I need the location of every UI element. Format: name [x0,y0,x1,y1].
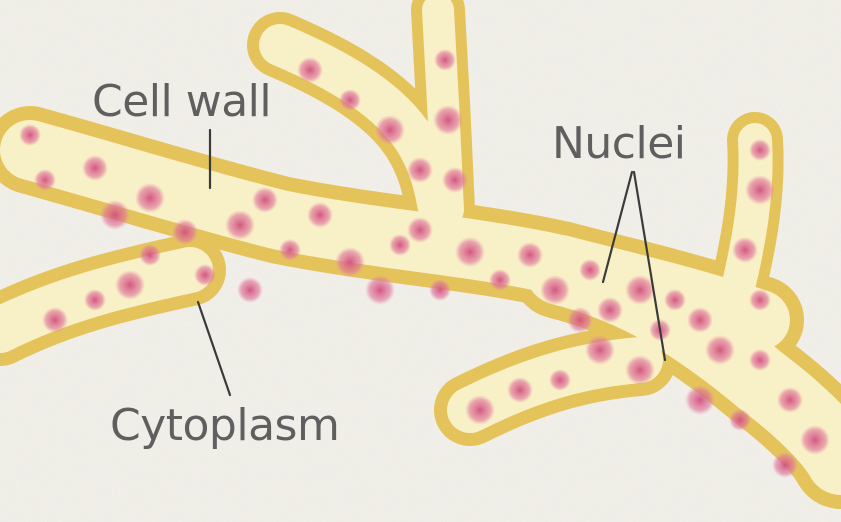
nucleus-dot [434,49,456,71]
nucleus-dot [507,377,533,403]
nucleus-dot [777,387,803,413]
nucleus-dot [194,264,216,286]
nucleus-dot [375,115,405,145]
nucleus-dot [433,105,463,135]
nucleus-dot [225,210,255,240]
nucleus-dot [252,187,278,213]
nucleus-dot [455,237,485,267]
nucleus-dot [664,289,686,311]
nucleus-dot [365,275,395,305]
nucleus-dot [82,155,108,181]
nuclei-label: Nuclei [552,118,686,169]
nucleus-dot [307,202,333,228]
cytoplasm-label: Cytoplasm [110,400,339,451]
nucleus-dot [749,139,771,161]
nucleus-dot [429,279,451,301]
nucleus-dot [19,124,41,146]
nucleus-dot [100,200,130,230]
nucleus-dot [585,335,615,365]
nucleus-dot [705,335,735,365]
nucleus-dot [745,175,775,205]
nucleus-dot [279,239,301,261]
nucleus-dot [335,247,365,277]
nucleus-dot [84,289,106,311]
nucleus-dot [407,217,433,243]
nucleus-dot [34,169,56,191]
nucleus-dot [800,425,830,455]
nucleus-dot [597,297,623,323]
nucleus-dot [489,269,511,291]
nucleus-dot [772,452,798,478]
nucleus-dot [135,183,165,213]
nucleus-dot [442,167,468,193]
nucleus-dot [139,244,161,266]
nucleus-dot [749,349,771,371]
nucleus-dot [549,369,571,391]
nucleus-dot [579,259,601,281]
nucleus-dot [729,409,751,431]
nucleus-dot [540,275,570,305]
nucleus-dot [465,395,495,425]
nucleus-dot [517,242,543,268]
nucleus-dot [407,157,433,183]
nucleus-dot [115,270,145,300]
nucleus-dot [749,289,771,311]
nucleus-dot [732,237,758,263]
nucleus-dot [297,57,323,83]
nucleus-dot [687,307,713,333]
nucleus-dot [237,277,263,303]
nucleus-dot [685,385,715,415]
cell-wall-label: Cell wall [92,76,271,127]
nucleus-dot [625,275,655,305]
nucleus-dot [172,219,198,245]
nucleus-dot [567,307,593,333]
nucleus-dot [625,355,655,385]
nucleus-dot [339,89,361,111]
nucleus-dot [42,307,68,333]
nucleus-dot [389,234,411,256]
